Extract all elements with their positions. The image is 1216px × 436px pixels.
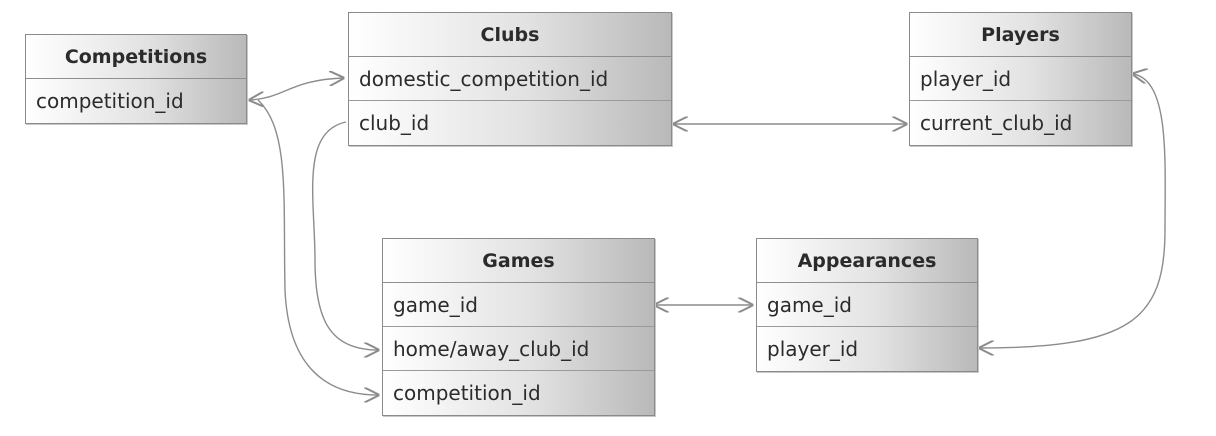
games-field-competition-id: competition_id <box>393 381 541 405</box>
games-field-game-id: game_id <box>383 283 654 327</box>
appearances-title: Appearances <box>757 239 977 283</box>
clubs-title: Clubs <box>349 13 671 57</box>
appearances-field-game-id: game_id <box>757 283 977 327</box>
appearances-field-player-id: player_id <box>767 337 859 361</box>
players-field-current-club-id: current_club_id <box>920 111 1073 135</box>
link-players-appearances <box>980 74 1166 348</box>
competitions-title: Competitions <box>26 35 246 79</box>
link-competitions-clubs <box>250 78 343 100</box>
games-title: Games <box>383 239 654 283</box>
link-clubs-games <box>312 121 378 350</box>
clubs-field-domestic-competition-id: domestic_competition_id <box>349 57 671 101</box>
clubs-field-club-id: club_id <box>359 111 430 135</box>
competitions-table[interactable]: Competitions competition_id <box>25 34 247 124</box>
games-table[interactable]: Games game_id home/away_club_id competit… <box>382 238 655 416</box>
games-field-home-away-club-id: home/away_club_id <box>383 327 654 371</box>
players-title: Players <box>910 13 1131 57</box>
players-field-player-id: player_id <box>910 57 1131 101</box>
link-competitions-games <box>257 99 378 395</box>
clubs-table[interactable]: Clubs domestic_competition_id club_id <box>348 12 672 146</box>
players-table[interactable]: Players player_id current_club_id <box>909 12 1132 146</box>
competitions-field-competition-id: competition_id <box>36 89 184 113</box>
appearances-table[interactable]: Appearances game_id player_id <box>756 238 978 372</box>
